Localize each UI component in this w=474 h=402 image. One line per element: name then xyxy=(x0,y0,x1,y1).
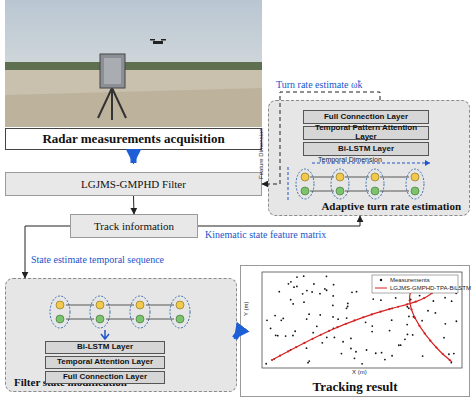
module-panel: Filter state modificationBi-LSTM LayerTe… xyxy=(5,278,237,392)
layer-box: Temporal Pattern Attention Layer xyxy=(303,126,429,140)
edge-label: Kinematic state feature matrix xyxy=(205,229,326,240)
flow-arrow xyxy=(131,150,137,163)
axis-label: Feature Dimension xyxy=(258,128,264,179)
radar-photo xyxy=(5,0,262,127)
connector-arrow xyxy=(133,196,135,214)
node-text: Bi-LSTM Layer xyxy=(338,145,394,154)
connector-arrow xyxy=(198,216,360,226)
node-text: Tracking result xyxy=(312,380,397,394)
legend-text: LGJMS-GMPHD-TPA-BiLSTM xyxy=(390,285,471,291)
edge-label: Turn rate estimate ω̃k xyxy=(276,79,362,90)
node-text: Full Connection Layer xyxy=(324,113,408,122)
layer-box: Full Connection Layer xyxy=(45,371,165,384)
layer-box: Temporal Attention Layer xyxy=(45,356,165,369)
filter-box: LGJMS-GMPHD Filter xyxy=(5,172,262,196)
layer-box: Bi-LSTM Layer xyxy=(45,341,165,354)
axis-label: Y (m) xyxy=(243,301,249,316)
node-text: LGJMS-GMPHD Filter xyxy=(81,178,186,190)
legend-entry: Measurements xyxy=(390,277,430,283)
node-text: Track information xyxy=(94,220,174,232)
node-text: Radar measurements acquisition xyxy=(42,132,224,146)
node-text: Temporal Attention Layer xyxy=(57,358,153,367)
node-text: Adaptive turn rate estimation xyxy=(321,200,461,212)
node-text: Full Connection Layer xyxy=(63,373,147,382)
connector-arrow xyxy=(25,226,70,278)
dimension-label: X (m) xyxy=(352,369,367,375)
process-box: Track information xyxy=(70,214,198,238)
layer-box: Bi-LSTM Layer xyxy=(303,142,429,156)
caption-box: Radar measurements acquisition xyxy=(5,128,262,150)
result-panel: Tracking result xyxy=(240,265,470,397)
layer-box: Full Connection Layer xyxy=(303,110,429,124)
dimension-label: Temporal Dimension xyxy=(318,156,382,163)
edge-label: State estimate temporal sequence xyxy=(31,254,164,265)
legend-text: Measurements xyxy=(390,277,430,283)
legend-entry: LGJMS-GMPHD-TPA-BiLSTM xyxy=(390,285,471,291)
node-text: Temporal Pattern Attention Layer xyxy=(304,124,428,142)
node-text: Bi-LSTM Layer xyxy=(77,343,133,352)
